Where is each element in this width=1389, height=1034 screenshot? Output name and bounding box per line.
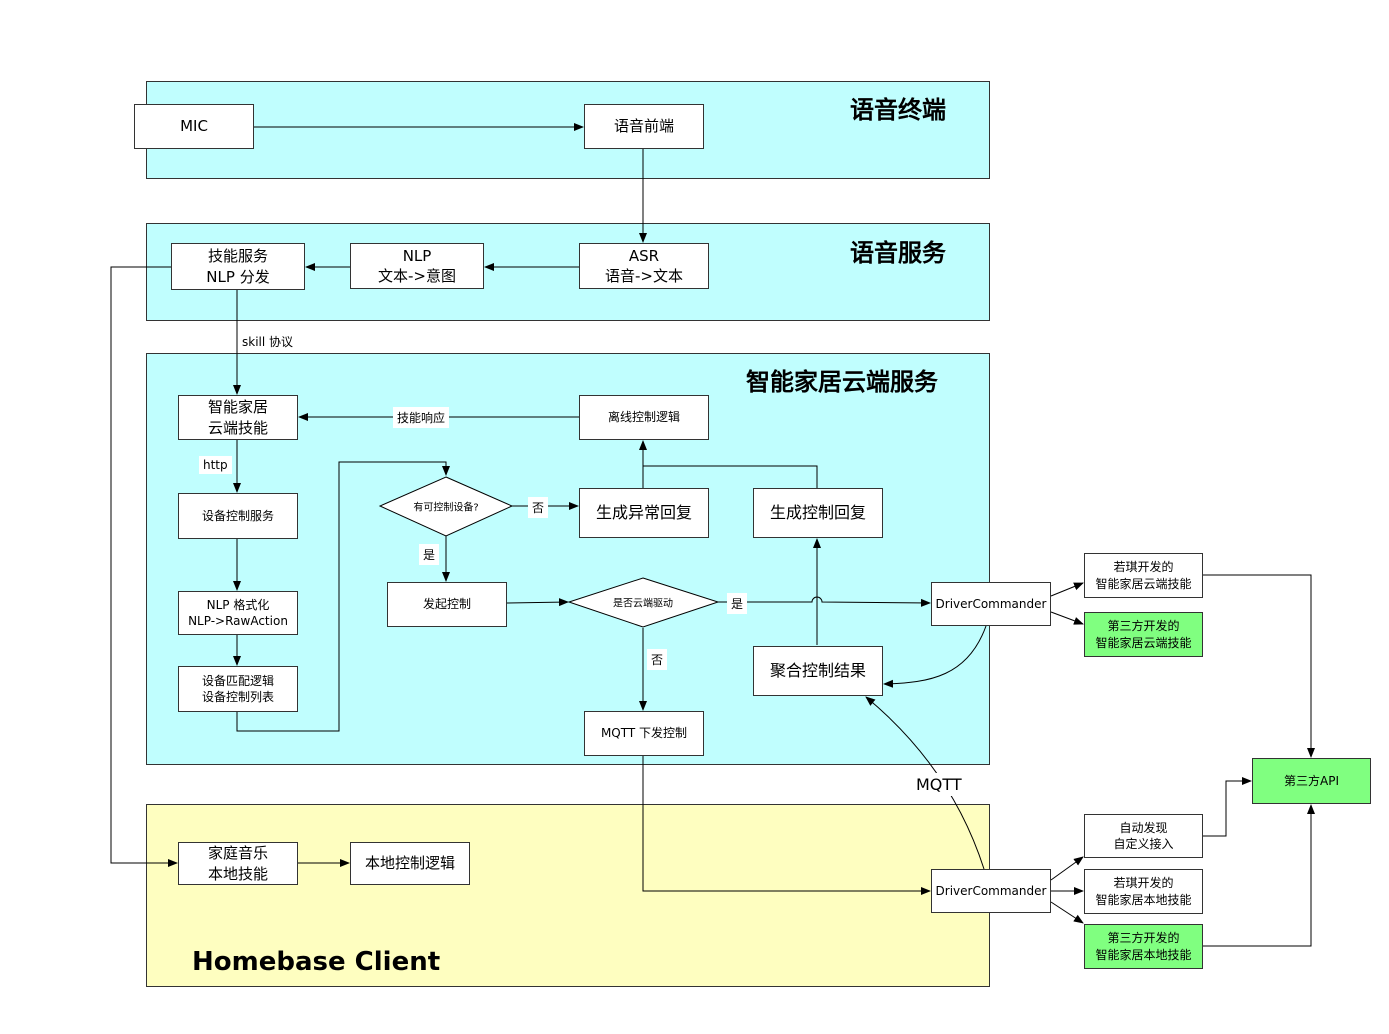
box-voice-frontend: 语音前端 (584, 104, 704, 149)
box-auto-discover-line1: 自动发现 (1119, 820, 1168, 835)
box-exception-reply: 生成异常回复 (579, 488, 709, 538)
box-third-local-skill-line1: 第三方开发的 (1107, 931, 1180, 946)
region-voice-terminal (146, 81, 990, 179)
box-cloud-skill-line2: 云端技能 (207, 418, 268, 437)
box-third-api: 第三方API (1252, 758, 1371, 804)
box-third-cloud-skill-line2: 智能家居云端技能 (1095, 635, 1192, 650)
box-rq-local-skill-line2: 智能家居本地技能 (1095, 892, 1192, 907)
box-device-service: 设备控制服务 (178, 493, 298, 539)
region-title-homebase-client: Homebase Client (192, 947, 441, 977)
box-family-music-line1: 家庭音乐 (207, 844, 268, 863)
diamond-has-device: 有可控制设备? (413, 502, 479, 514)
box-device-match-line2: 设备控制列表 (201, 690, 274, 704)
box-skill-service-line1: 技能服务 (207, 247, 268, 266)
box-device-match-line1: 设备匹配逻辑 (201, 673, 274, 688)
box-cloud-skill: 智能家居 云端技能 (178, 395, 298, 440)
box-rq-local-skill-line1: 若琪开发的 (1113, 876, 1174, 891)
box-asr: ASR 语音->文本 (579, 243, 709, 289)
region-title-voice-service: 语音服务 (850, 239, 946, 267)
box-asr-line2: 语音->文本 (605, 267, 683, 285)
box-start-control: 发起控制 (387, 582, 507, 627)
box-mqtt-control: MQTT 下发控制 (584, 711, 704, 756)
box-nlp-line1: NLP (402, 246, 432, 265)
box-auto-discover-line2: 自定义接入 (1113, 837, 1174, 851)
box-nlp-format-line1: NLP 格式化 (206, 597, 270, 612)
region-title-cloud-service: 智能家居云端服务 (746, 368, 938, 396)
label-yes-2: 是 (727, 593, 748, 614)
box-skill-service: 技能服务 NLP 分发 (171, 243, 305, 290)
box-control-reply: 生成控制回复 (753, 488, 883, 538)
label-skill-response: 技能响应 (393, 407, 450, 428)
box-rq-cloud-skill: 若琪开发的 智能家居云端技能 (1084, 553, 1203, 598)
diamond-cloud-driver: 是否云端驱动 (613, 598, 673, 610)
diamond-has-device-shape (378, 476, 514, 537)
box-rq-local-skill: 若琪开发的 智能家居本地技能 (1084, 869, 1203, 914)
box-aggregate: 聚合控制结果 (753, 646, 883, 696)
box-nlp-format-line2: NLP->RawAction (188, 614, 288, 628)
box-local-logic: 本地控制逻辑 (350, 842, 470, 885)
region-homebase-client (146, 804, 990, 987)
box-cloud-skill-line1: 智能家居 (207, 398, 268, 417)
box-third-cloud-skill-line1: 第三方开发的 (1107, 619, 1180, 634)
box-asr-line1: ASR (628, 246, 660, 265)
label-mqtt: MQTT (912, 773, 966, 796)
box-nlp-line2: 文本->意图 (378, 267, 456, 285)
box-device-match: 设备匹配逻辑 设备控制列表 (178, 666, 298, 712)
label-skill-protocol: skill 协议 (242, 335, 294, 349)
box-family-music: 家庭音乐 本地技能 (178, 842, 298, 885)
box-driver-commander-local: DriverCommander (931, 869, 1051, 913)
box-third-local-skill: 第三方开发的 智能家居本地技能 (1084, 924, 1203, 969)
box-third-local-skill-line2: 智能家居本地技能 (1095, 947, 1192, 962)
box-nlp-format: NLP 格式化 NLP->RawAction (178, 591, 298, 635)
label-yes-1: 是 (419, 544, 440, 565)
label-no-1: 否 (528, 497, 549, 518)
box-offline-logic: 离线控制逻辑 (579, 395, 709, 440)
box-driver-commander-cloud: DriverCommander (931, 582, 1051, 626)
region-title-voice-terminal: 语音终端 (850, 96, 946, 124)
box-third-cloud-skill: 第三方开发的 智能家居云端技能 (1084, 612, 1203, 657)
box-skill-service-line2: NLP 分发 (206, 267, 270, 286)
box-mic: MIC (134, 104, 254, 149)
label-http: http (199, 456, 232, 474)
diamond-cloud-driver-shape (567, 577, 720, 628)
label-no-2: 否 (647, 649, 668, 670)
box-nlp: NLP 文本->意图 (350, 243, 484, 289)
box-rq-cloud-skill-line2: 智能家居云端技能 (1095, 576, 1192, 591)
box-rq-cloud-skill-line1: 若琪开发的 (1113, 560, 1174, 575)
box-auto-discover: 自动发现 自定义接入 (1084, 814, 1203, 858)
box-family-music-line2: 本地技能 (207, 864, 268, 883)
